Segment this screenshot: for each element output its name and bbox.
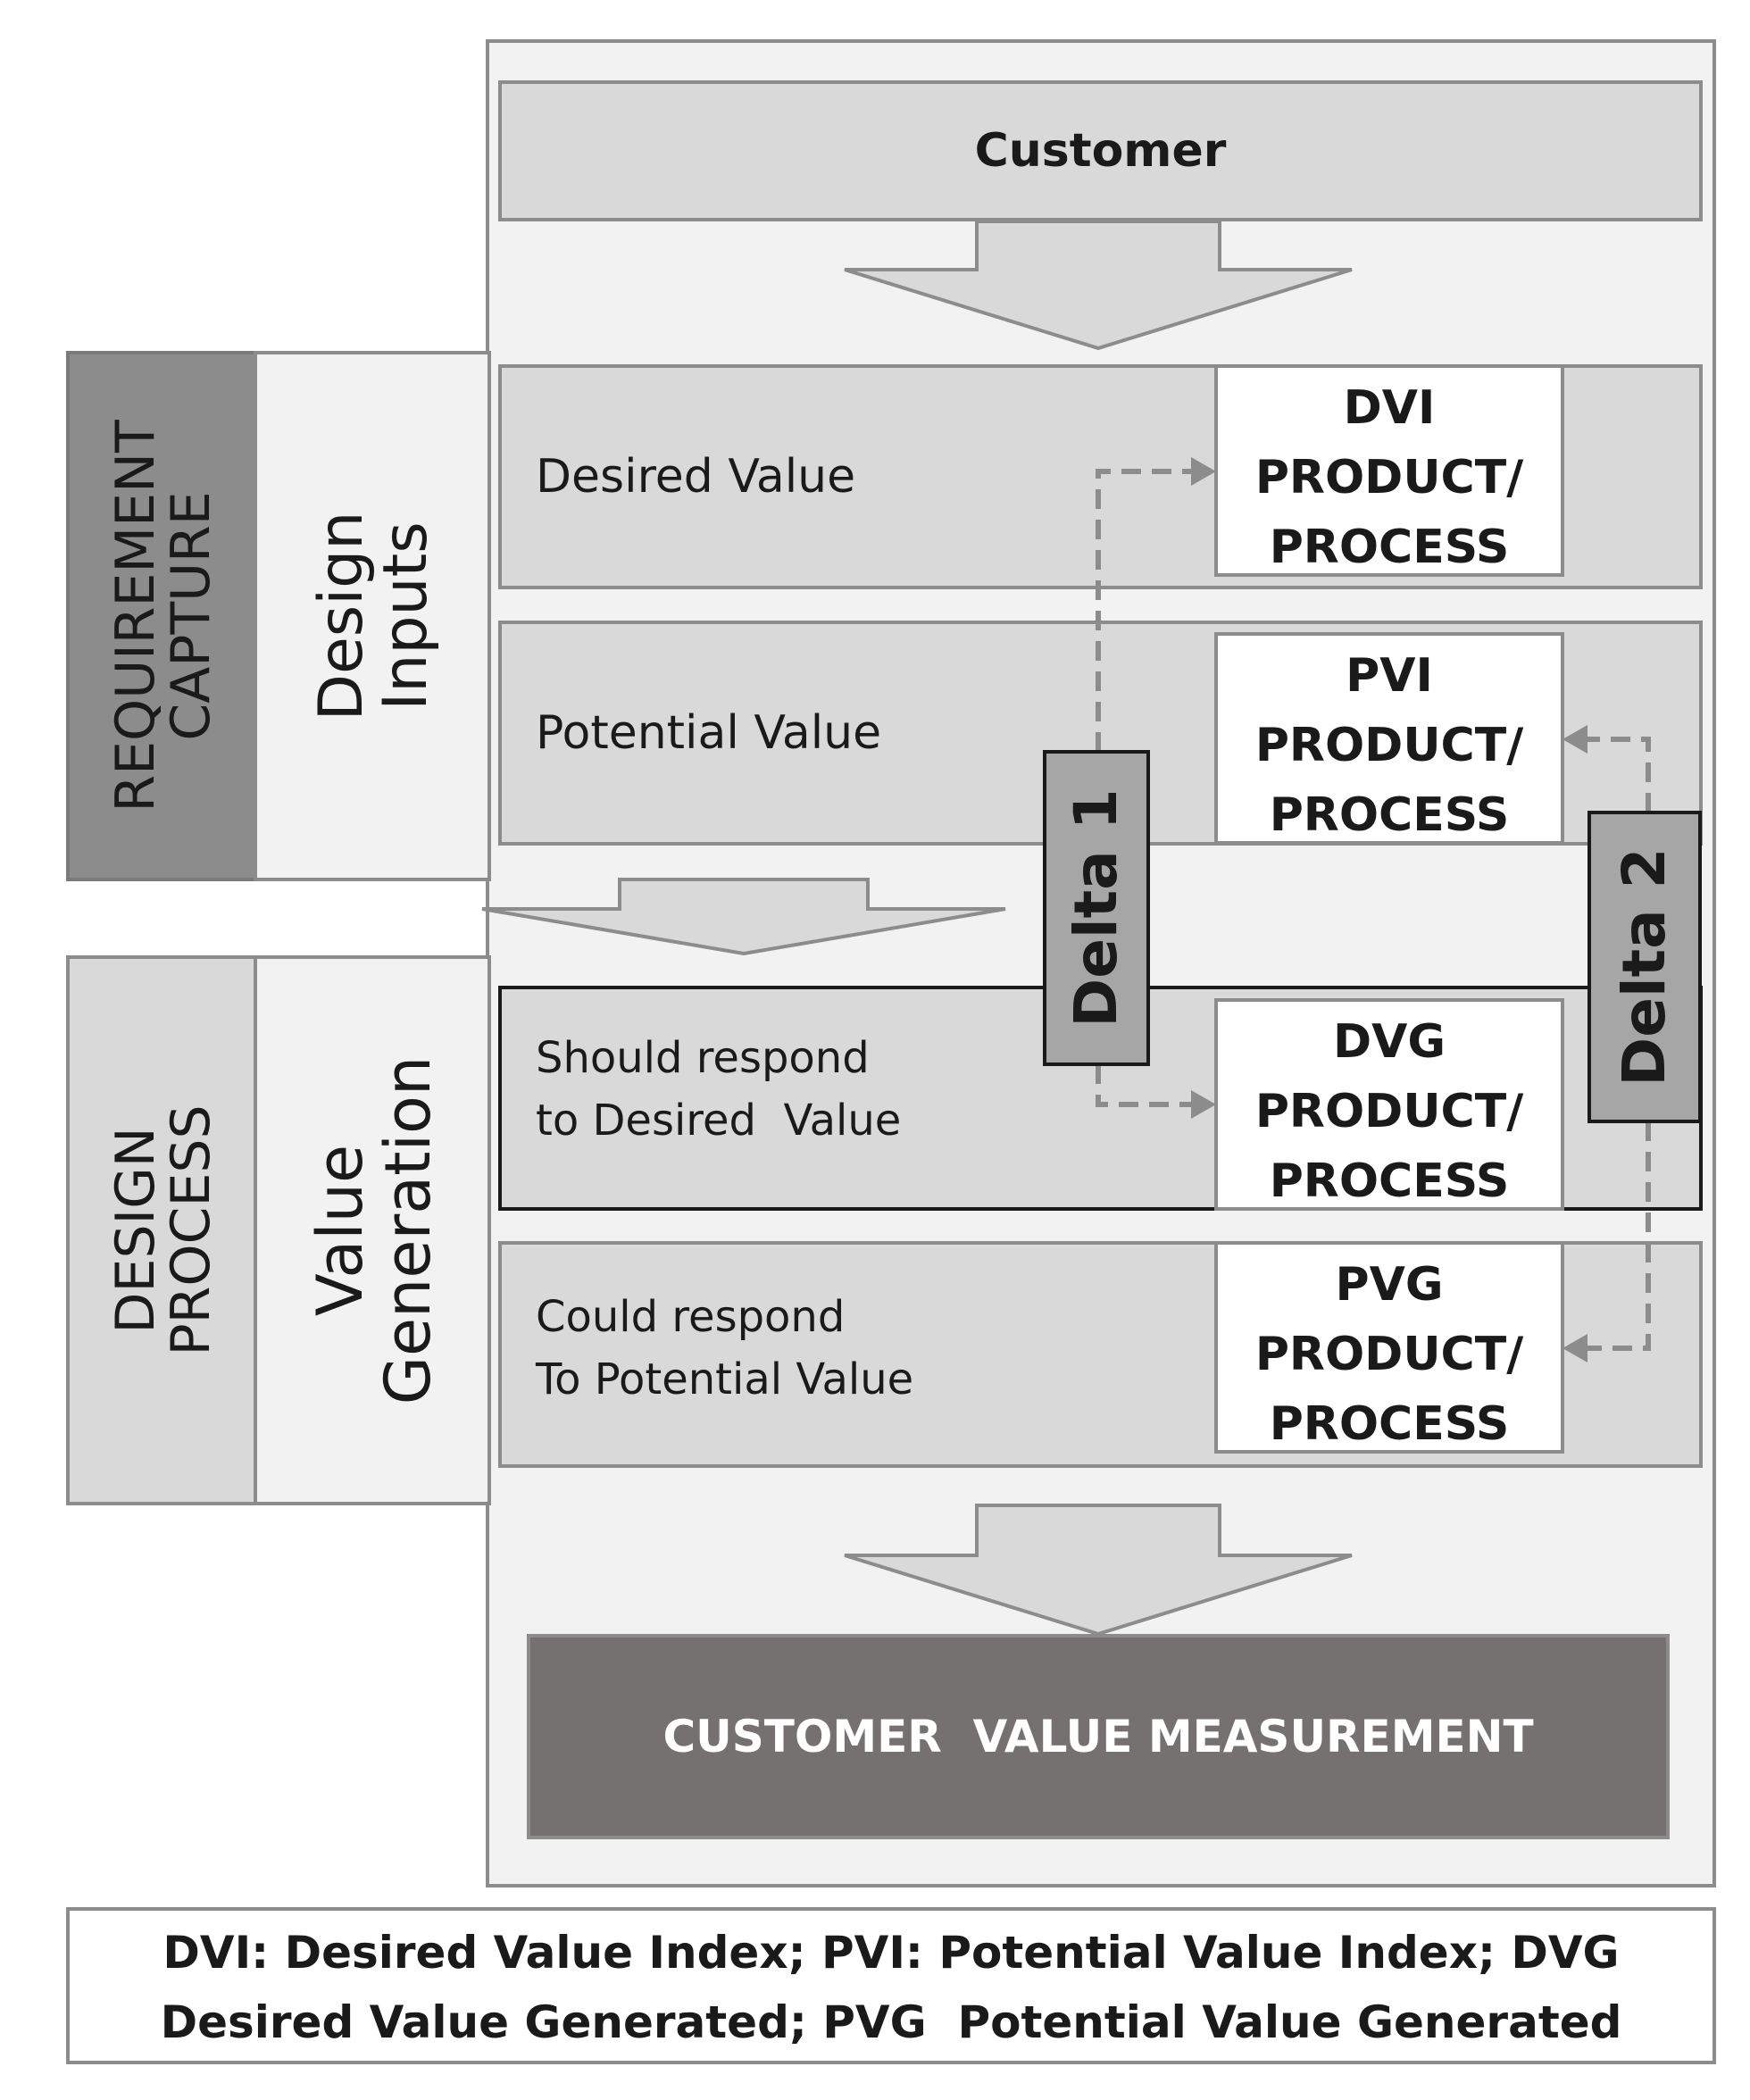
delta1-label: Delta 1 — [1062, 788, 1130, 1028]
value-generation-line-1: Value — [304, 1144, 377, 1317]
could-respond-line-1: Could respond — [536, 1292, 846, 1342]
value-generation-line-2: Generation — [371, 1055, 445, 1405]
design-inputs-line-2: Inputs — [371, 521, 441, 711]
legend-line-1: DVI: Desired Value Index; PVI: Potential… — [162, 1927, 1620, 1979]
potential-value-label: Potential Value — [536, 706, 882, 760]
customer-box — [498, 80, 1703, 221]
pvg-line-1: PVG — [1335, 1258, 1444, 1312]
dvi-box — [1214, 364, 1564, 577]
value-generation-panel — [254, 955, 491, 1505]
delta2-connector-to-pvg — [1586, 1121, 1651, 1351]
could-respond-line-2: To Potential Value — [536, 1354, 914, 1404]
design-inputs-label: Design Inputs — [306, 353, 441, 879]
should-respond-line-2: to Desired Value — [536, 1096, 902, 1146]
legend-text: DVI: Desired Value Index; PVI: Potential… — [68, 1918, 1714, 2057]
should-respond-line-1: Should respond — [536, 1033, 870, 1083]
delta1-arrowhead-dvi — [1191, 457, 1216, 486]
design-process-line-2: PROCESS — [160, 1104, 222, 1356]
legend-box — [66, 1907, 1716, 2064]
could-respond-label: Could respond To Potential Value — [536, 1286, 1196, 1429]
dvi-label: DVI PRODUCT/ PROCESS — [1216, 373, 1562, 574]
should-respond-label: Should respond to Desired Value — [536, 1027, 1036, 1170]
design-inputs-panel — [254, 351, 491, 881]
delta1-box — [1043, 750, 1150, 1066]
dvg-line-1: DVG — [1332, 1015, 1446, 1069]
measurement-label: CUSTOMER VALUE MEASUREMENT — [662, 1711, 1534, 1762]
pvg-line-2: PRODUCT/ — [1254, 1328, 1524, 1381]
pvi-line-2: PRODUCT/ — [1254, 719, 1524, 772]
delta2-arrowhead-pvg — [1562, 1334, 1588, 1362]
pvi-line-3: PROCESS — [1269, 788, 1510, 842]
delta1-connector-to-dvi — [1096, 469, 1193, 752]
dvi-line-2: PRODUCT/ — [1254, 451, 1524, 504]
design-process-label: DESIGN PROCESS — [104, 957, 222, 1504]
dvg-box — [1214, 998, 1564, 1211]
requirement-capture-line-2: CAPTURE — [160, 491, 222, 741]
down-arrow-middle — [481, 878, 1006, 956]
pvi-label: PVI PRODUCT/ PROCESS — [1216, 641, 1562, 842]
pvg-box — [1214, 1241, 1564, 1454]
delta1-arrowhead-dvg — [1191, 1090, 1216, 1119]
delta2-connector-to-pvi — [1586, 737, 1651, 812]
measurement-box — [527, 1634, 1670, 1839]
pvi-line-1: PVI — [1346, 649, 1433, 703]
down-arrow-bottom — [844, 1504, 1353, 1637]
requirement-capture-label: REQUIREMENT CAPTURE — [104, 353, 222, 879]
design-process-line-1: DESIGN — [104, 1127, 167, 1334]
pvg-label: PVG PRODUCT/ PROCESS — [1216, 1250, 1562, 1451]
legend-line-2: Desired Value Generated; PVG Potential V… — [160, 1996, 1622, 2048]
delta2-arrowhead-pvi — [1562, 725, 1588, 754]
dvi-line-3: PROCESS — [1269, 521, 1510, 574]
pvi-box — [1214, 632, 1564, 845]
down-arrow-top — [844, 220, 1353, 351]
dvi-line-1: DVI — [1343, 381, 1436, 435]
delta1-connector-to-dvg — [1096, 1064, 1193, 1107]
design-inputs-line-1: Design — [306, 511, 377, 721]
delta2-box — [1588, 811, 1702, 1123]
desired-value-label: Desired Value — [536, 450, 856, 504]
dvg-line-2: PRODUCT/ — [1254, 1085, 1524, 1138]
dvg-label: DVG PRODUCT/ PROCESS — [1216, 1007, 1562, 1208]
customer-label: Customer — [974, 124, 1227, 178]
requirement-capture-panel — [66, 351, 257, 881]
design-process-panel — [66, 955, 257, 1505]
requirement-capture-line-1: REQUIREMENT — [104, 420, 167, 812]
pvg-line-3: PROCESS — [1269, 1397, 1510, 1451]
dvg-line-3: PROCESS — [1269, 1154, 1510, 1208]
delta2-label: Delta 2 — [1610, 847, 1679, 1087]
value-generation-label: Value Generation — [304, 957, 445, 1504]
